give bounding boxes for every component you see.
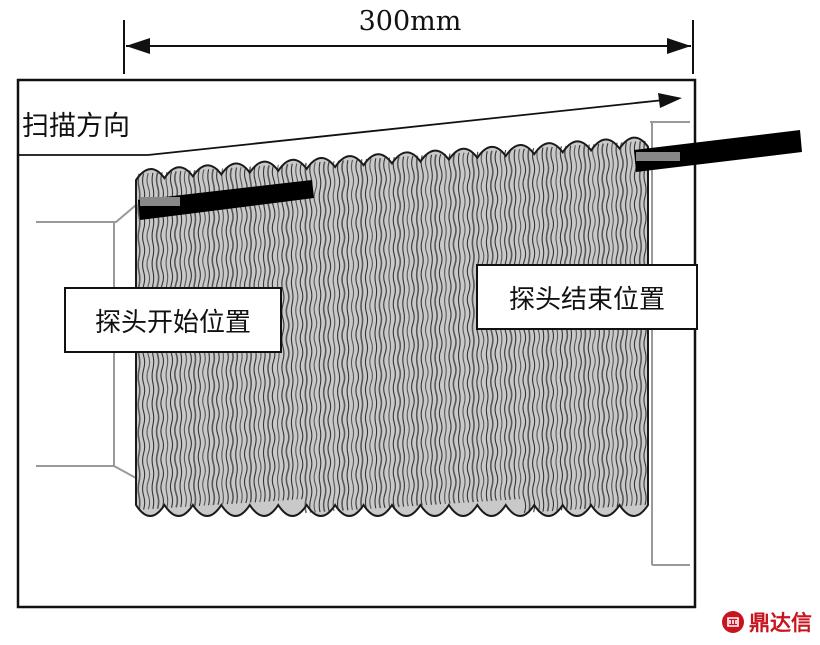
outer-frame [16, 78, 697, 609]
probe-start-tip [140, 197, 180, 206]
watermark-logo-icon [722, 611, 744, 633]
watermark: 鼎达信 [721, 607, 812, 637]
coil-strand [309, 162, 313, 513]
coil-strand [290, 163, 294, 500]
coil-strand [438, 154, 443, 505]
coil-strand [402, 156, 405, 507]
coil-strand [434, 154, 438, 505]
coil-strand [355, 159, 360, 510]
coil-strand [327, 161, 332, 512]
coil-strand [388, 157, 392, 508]
probe-start [138, 180, 314, 220]
coil-strand [350, 159, 355, 511]
coil-strand [430, 154, 433, 505]
coil-strand [299, 163, 304, 500]
watermark-text: 鼎达信 [749, 611, 812, 635]
coil-strand [322, 161, 327, 512]
coil-strand [406, 156, 410, 507]
coil-strand [420, 155, 424, 506]
coil-strand [411, 155, 415, 507]
probe-start-label-box: 探头开始位置 [64, 287, 282, 353]
scan-direction-arrowhead [658, 93, 682, 108]
coil-strand [532, 148, 536, 513]
coil-strand [295, 163, 299, 500]
scan-direction-label: 扫描方向 [22, 111, 130, 142]
coil-strand [360, 159, 364, 510]
probe-end-label-box: 探头结束位置 [476, 264, 698, 330]
coil-strand [392, 157, 396, 508]
coil-strand [466, 152, 471, 503]
coil-strand [471, 151, 475, 503]
probe-end-label: 探头结束位置 [508, 284, 665, 315]
dimension-arrow-left [126, 38, 150, 54]
coil-strand [285, 163, 290, 501]
coil-strand [378, 157, 383, 509]
coil-strand [415, 155, 420, 506]
probe-start-label: 探头开始位置 [94, 307, 251, 338]
coil-strand [527, 148, 531, 513]
coil-strand [383, 157, 387, 508]
left-fixture-lower [36, 465, 137, 479]
probe-end-tip [636, 152, 680, 161]
coil-strand [337, 160, 341, 511]
coil-strand [281, 164, 285, 501]
coil-strand [522, 148, 527, 513]
coil-strand [341, 160, 346, 511]
coil-strand [332, 160, 336, 512]
dimension-arrow-right [667, 38, 691, 54]
coil-strand [457, 152, 461, 504]
coil-strand [364, 158, 369, 510]
left-fixture [36, 204, 137, 223]
probe-end [634, 130, 802, 172]
coil-strand [313, 162, 318, 513]
scan-direction-arrow [147, 99, 665, 156]
dimension-label: 300mm [358, 6, 462, 37]
coil-strand [369, 158, 373, 509]
coil-strand [396, 156, 402, 508]
coil-strand [448, 153, 452, 504]
coil-strand [462, 152, 466, 503]
coil-strand [374, 158, 378, 509]
coil-strand [304, 162, 308, 514]
coil-strand [424, 154, 429, 506]
coil-strand [346, 160, 350, 511]
coil-strand [452, 153, 457, 504]
coil-strand [444, 153, 447, 505]
coil-strand [318, 161, 322, 513]
